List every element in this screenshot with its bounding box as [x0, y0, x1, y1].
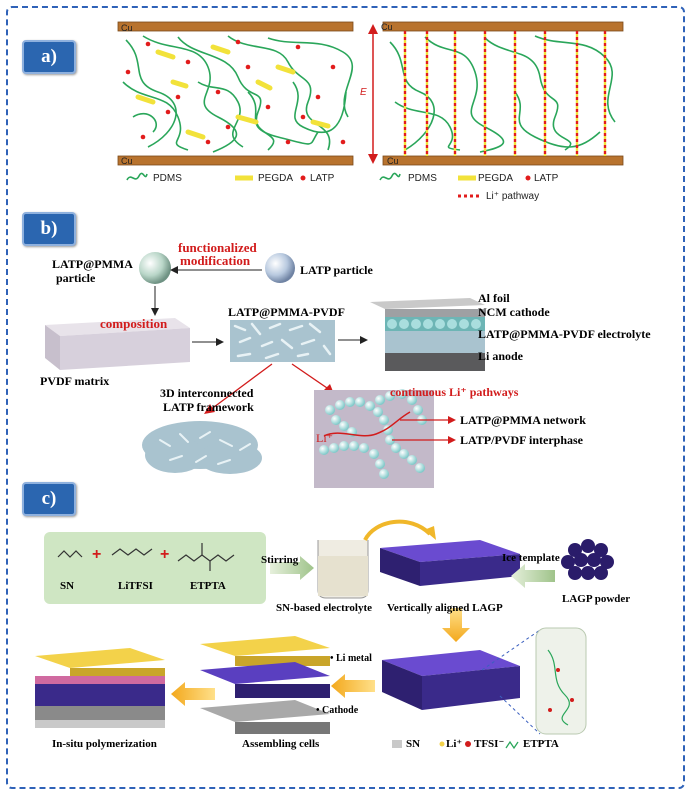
cu-label-right-bottom: Cu — [387, 156, 399, 166]
latp-pmma-particle-label-1: LATP@PMMA — [52, 257, 133, 271]
electrolyte-label: LATP@PMMA-PVDF electrolyte — [478, 327, 651, 341]
assembling-label: Assembling cells — [242, 738, 320, 750]
figure-frame — [6, 6, 685, 789]
latp-pmma-particle-label-2: particle — [56, 271, 96, 285]
legend-latp-right: LATP — [534, 173, 559, 184]
stirring-label: Stirring — [261, 554, 299, 566]
panel-b-label: b) — [22, 212, 76, 246]
panel-c-label: c) — [22, 482, 76, 516]
ice-template-arrow — [511, 564, 555, 588]
legend-etpta: ETPTA — [523, 738, 559, 750]
legend-latp-left: LATP — [310, 173, 335, 184]
in-situ-label: In-situ polymerization — [52, 738, 157, 750]
zoom-cylinder — [535, 627, 587, 735]
framework-label-2: LATP framework — [163, 400, 254, 414]
li-pathway-red-line — [323, 411, 411, 437]
panel-a-label: a) — [22, 40, 76, 74]
li-anode-label: Li anode — [478, 349, 524, 363]
pvdf-matrix-block — [45, 318, 190, 370]
latp-particle-label: LATP particle — [300, 263, 373, 277]
field-label: E — [360, 87, 367, 98]
down-arrow — [442, 608, 470, 642]
lagp-block — [380, 540, 520, 586]
battery-stack — [370, 298, 485, 371]
svg-text:+: + — [92, 546, 101, 563]
sn-electrolyte-label: SN-based electrolyte — [276, 602, 373, 614]
legend-pegda-left: PEGDA — [258, 173, 294, 184]
latp-pmma-pvdf-label: LATP@PMMA-PVDF — [228, 305, 345, 319]
latp-particles — [125, 39, 346, 145]
composition-text: composition — [100, 316, 168, 331]
legend-pdms-left: PDMS — [153, 173, 182, 184]
functionalized-text: functionalized — [178, 240, 257, 255]
legend-sn: SN — [406, 738, 421, 750]
al-foil-label: Al foil — [478, 291, 510, 305]
sn-label: SN — [60, 580, 75, 592]
latp-pmma-network-label: LATP@PMMA network — [460, 413, 586, 427]
in-situ-stack — [35, 648, 165, 728]
cu-label-right-top: Cu — [381, 22, 393, 32]
vertically-aligned-label: Vertically aligned LAGP — [387, 602, 503, 614]
legend-li: Li⁺ — [446, 738, 463, 750]
panel-a-right-legend-icons — [379, 172, 531, 198]
ice-template-label: Ice template — [502, 552, 560, 564]
pdms-chains-right — [389, 35, 616, 153]
curved-arrow — [363, 519, 432, 542]
beaker — [317, 540, 369, 599]
panel-a-right-schematic — [368, 21, 624, 166]
lagp-powder-label: LAGP powder — [562, 593, 631, 605]
latp-framework-cloud — [142, 421, 262, 474]
li-pathways — [403, 31, 607, 156]
latp-sphere — [265, 253, 295, 283]
latp-pmma-pvdf-block — [230, 320, 335, 362]
assembling-stack — [200, 636, 330, 734]
svg-text:+: + — [160, 546, 169, 563]
cu-label-left-bottom: Cu — [121, 156, 133, 166]
stirring-arrow — [270, 556, 314, 580]
etpta-label: ETPTA — [190, 580, 226, 592]
latp-pmma-sphere — [139, 252, 171, 284]
framework-label-1: 3D interconnected — [160, 386, 254, 400]
polymerize-arrow — [171, 682, 215, 706]
latp-pmma-bead-chains — [319, 389, 427, 479]
legend-pegda-right: PEGDA — [478, 173, 514, 184]
litfsi-label: LiTFSI — [118, 580, 153, 592]
pegda-segments — [135, 44, 331, 140]
filled-lagp-block — [382, 650, 520, 710]
legend-pdms-right: PDMS — [408, 173, 437, 184]
lagp-powder — [561, 539, 614, 580]
cu-electrode-bottom-right — [382, 155, 624, 166]
precursor-box — [44, 532, 266, 604]
ncm-cathode-label: NCM cathode — [478, 305, 550, 319]
modification-text: modification — [180, 253, 251, 268]
legend-li-pathway: Li⁺ pathway — [486, 191, 540, 202]
legend-tfsi: TFSI⁻ — [474, 738, 505, 750]
precursor-molecules: + + — [57, 543, 235, 571]
cu-electrode-top — [117, 21, 354, 32]
latp-pvdf-interphase-label: LATP/PVDF interphase — [460, 433, 583, 447]
pvdf-matrix-label: PVDF matrix — [40, 374, 110, 388]
assemble-arrow — [331, 674, 375, 698]
cu-electrode-bottom — [117, 155, 354, 166]
li-plus-label: Li⁺ — [316, 431, 333, 445]
continuous-li-pathways-label: continuous Li⁺ pathways — [390, 385, 519, 399]
panel-b-graphics — [45, 252, 485, 488]
panel-c-graphics — [35, 519, 614, 750]
panel-a-left-schematic — [117, 21, 354, 166]
cu-label-left-top: Cu — [121, 23, 133, 33]
li-metal-label: • Li metal — [330, 653, 372, 664]
cu-electrode-top-right — [382, 21, 624, 32]
panel-a-left-legend-icons — [126, 172, 306, 181]
cathode-label: • Cathode — [316, 705, 359, 716]
